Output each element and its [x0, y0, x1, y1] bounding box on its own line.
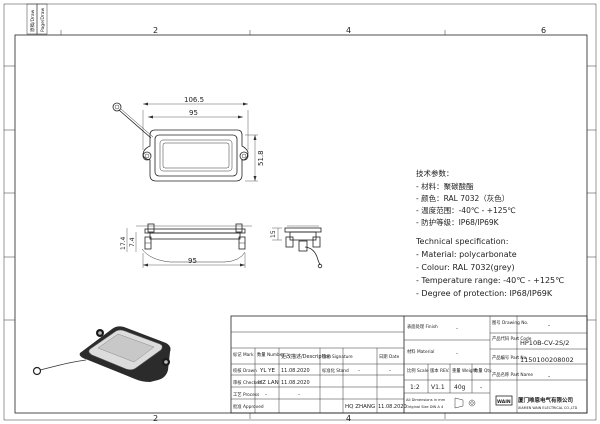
tb-rev-value: V1.1	[431, 384, 445, 391]
logo-text: WAIN	[497, 399, 511, 405]
tb-weight-value: 40g	[454, 384, 466, 391]
tb-process-date: -	[298, 392, 300, 398]
spec-en-line-2: - Colour: RAL 7032(grey)	[416, 263, 515, 272]
tb-material-value: -	[456, 351, 458, 357]
tb-part-name-label: 产品名称 Part Name	[492, 371, 533, 378]
grid-columns: 2 4 6 2 4	[60, 26, 546, 423]
spec-cn-line-1: - 材料：聚碳酸酯	[416, 181, 474, 191]
tb-finish-label: 表面处理 Finish	[407, 323, 438, 330]
tb-part-code-label: 产品代码 Part Code	[492, 335, 532, 342]
tb-drawn-date: 11.08.2020	[281, 368, 310, 374]
tb-drawing-no-value: -	[548, 322, 550, 329]
tb-dims-note-1: All Dimensions in mm	[406, 398, 446, 402]
tb-part-no-value: 1150100208002	[520, 356, 574, 364]
tb-checked-label: 审核 Checked	[233, 379, 262, 386]
spec-cn: 技术参数： - 材料：聚碳酸酯 - 颜色：RAL 7032（灰色） - 温度范围…	[416, 168, 516, 227]
spec-en-title: Technical specification:	[415, 237, 508, 246]
dim-inner-width: 95	[189, 109, 198, 117]
side-tabs: 原稿/Draw Page/Draw	[26, 3, 48, 35]
tb-qty-label: 数量 Qty.	[474, 367, 492, 374]
dim-outer-width: 106.5	[184, 96, 204, 104]
col-number-2-bottom: 2	[153, 414, 158, 423]
side-tab-2: Page/Draw	[40, 8, 46, 32]
spec-cn-line-2: - 颜色：RAL 7032（灰色）	[416, 193, 509, 203]
tb-change-label: 更改描述/Description	[281, 353, 331, 360]
tb-checked-date: 11.08.2020	[281, 380, 310, 386]
tb-weight-label: 重量 Weight	[452, 367, 477, 374]
tb-stand-date: -	[389, 368, 391, 374]
dim-height: 51.8	[257, 150, 265, 166]
outer-border	[3, 3, 597, 421]
tb-part-no-label: 产品编号 Part No.	[492, 354, 528, 361]
side-tab-1: 原稿/Draw	[29, 9, 36, 32]
dim-side-width: 95	[188, 257, 197, 265]
spec-cn-line-3: - 温度范围：-40℃ - +125℃	[416, 205, 516, 215]
spec-cn-title: 技术参数：	[416, 168, 454, 178]
tb-signature-label: 签名 Signature	[322, 353, 353, 360]
tb-stand-label: 标准化 Stand	[322, 367, 349, 374]
spec-en-line-4: - Degree of protection: IP68/IP69K	[416, 289, 553, 298]
tb-number-label: 数量 Number	[257, 351, 284, 358]
tb-drawn-name: YL YE	[259, 368, 276, 374]
tb-checked-name: HZ LAN	[258, 380, 279, 386]
tb-stand-value: -	[358, 368, 360, 374]
dim-c: 15	[270, 230, 277, 238]
top-view: 106.5 95 51.8	[112, 96, 265, 182]
tb-mark-label: 标记 Mark	[233, 351, 254, 358]
tb-material-label: 材料 Material	[407, 348, 434, 355]
tb-qty-value: -	[480, 384, 482, 391]
grid-rows	[4, 65, 596, 321]
spec-en-line-3: - Temperature range: -40℃ - +125℃	[416, 276, 564, 285]
tb-scale-value: 1:2	[410, 384, 420, 391]
spec-en-line-1: - Material: polycarbonate	[416, 250, 517, 259]
tb-part-code-value: HP10B-CV-2S/2	[520, 339, 569, 347]
dim-a: 17.4	[120, 236, 127, 250]
spec-en: Technical specification: - Material: pol…	[415, 237, 564, 298]
projection-symbol	[454, 397, 476, 409]
spec-cn-line-4: - 防护等级：IP68/IP69K	[416, 217, 500, 227]
tb-process-label: 工艺 Process	[233, 392, 260, 398]
tb-scale-label: 比例 Scale	[407, 367, 429, 374]
col-number-6: 6	[541, 26, 546, 35]
dim-b: 7.4	[129, 237, 136, 247]
tb-part-name-value: -	[548, 373, 550, 380]
col-number-4: 4	[346, 26, 351, 35]
front-view: 95 17.4 7.4	[120, 223, 252, 268]
tb-drawing-no-label: 图号 Drawing No.	[492, 320, 528, 326]
col-number-2: 2	[153, 26, 158, 35]
company-logo: WAIN	[495, 395, 513, 406]
col-number-4-bottom: 4	[346, 414, 351, 423]
tb-drawn-label: 校核 Drawn	[233, 367, 257, 374]
tb-approved-label: 批准 Approved	[233, 403, 264, 410]
product-render	[32, 326, 171, 382]
tb-process-name: -	[265, 392, 267, 398]
tb-approved-date: 11.08.2020	[378, 404, 407, 410]
tb-finish-value: -	[456, 326, 458, 332]
tb-dims-note-2: Original Size DIN A 4	[406, 405, 444, 409]
tb-company-cn: 厦门唯恩电气有限公司	[518, 396, 573, 404]
side-view: 15	[270, 225, 323, 269]
tb-approved-name: HQ ZHANG	[345, 404, 375, 410]
tb-rev-label: 版本 REV.	[430, 367, 449, 374]
tb-date-label: 日期 Date	[379, 354, 400, 360]
tb-company-en: XIAMEN WAIN ELECTRICAL CO.,LTD	[518, 406, 578, 410]
title-block: 标记 Mark 数量 Number 更改描述/Description 签名 Si…	[230, 315, 588, 414]
